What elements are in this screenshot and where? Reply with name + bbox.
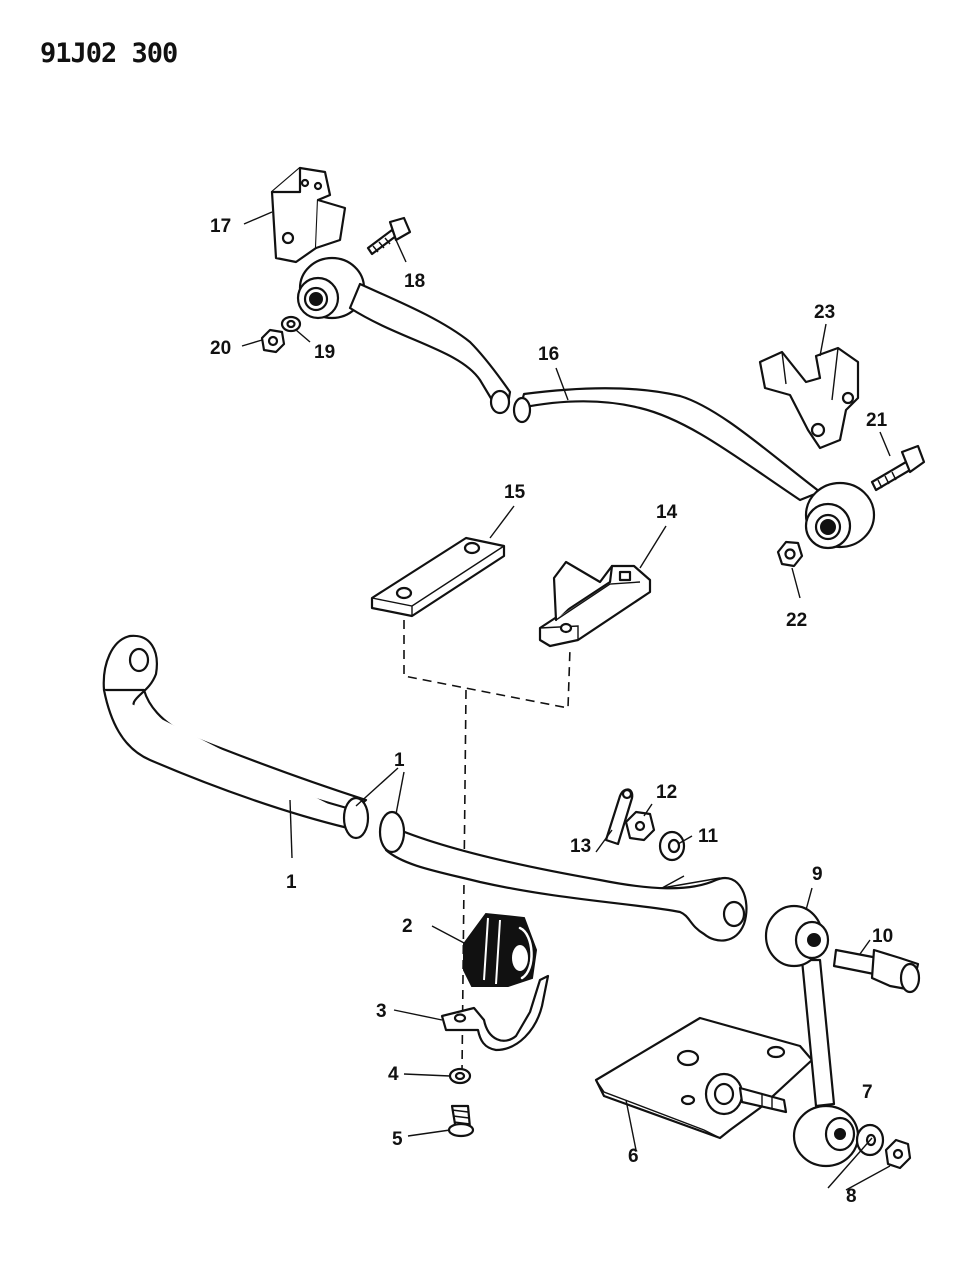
nut-8 [884,1138,912,1170]
nut-20 [260,328,286,354]
callout-9: 9 [812,864,823,885]
washer-4 [448,1067,472,1085]
bracket-6 [594,1016,814,1140]
bolt-10 [832,948,921,994]
washer-11 [658,830,686,862]
bolt-5 [447,1104,475,1138]
retainer-3 [440,974,550,1052]
cotter-pin-13 [604,788,634,846]
bracket-14 [538,560,652,648]
washer-19 [280,315,302,333]
callout-16: 16 [538,344,559,365]
plate-15 [370,536,506,618]
nut-22 [776,540,804,568]
callout-3: 3 [376,1001,387,1022]
callout-23: 23 [814,302,835,323]
callout-6: 6 [628,1146,639,1167]
nut-12 [624,810,656,842]
callout-13: 13 [570,836,591,857]
callout-21: 21 [866,410,888,431]
callout-2: 2 [402,916,413,937]
callout-20: 20 [210,338,231,359]
callout-labels: 17 18 20 19 16 23 21 22 15 14 1 1 13 12 … [210,216,893,1207]
callout-14: 14 [656,502,678,523]
callout-17: 17 [210,216,231,237]
callout-7: 7 [862,1082,873,1103]
callout-12: 12 [656,782,677,803]
callout-4: 4 [388,1064,399,1085]
alignment-dashed-lines [403,620,571,1073]
bracket-23 [758,346,860,450]
callout-18: 18 [404,271,425,292]
callout-1b: 1 [286,872,297,893]
callout-1a: 1 [394,750,405,771]
callout-10: 10 [872,926,893,947]
callout-11: 11 [698,826,719,847]
bolt-18 [366,216,412,256]
drawing-code: 91J02 300 [40,38,178,69]
stabilizer-bar-16 [296,256,876,550]
callout-15: 15 [504,482,526,503]
bracket-17 [270,166,347,264]
leader-lines [241,211,891,1191]
link-9 [764,904,860,1168]
callout-22: 22 [786,610,807,631]
callout-19: 19 [314,342,335,363]
bushing-2 [463,912,538,987]
callout-5: 5 [392,1129,403,1150]
bolt-21 [870,444,926,492]
stabilizer-bar-1 [102,634,748,942]
callout-8: 8 [846,1186,857,1207]
